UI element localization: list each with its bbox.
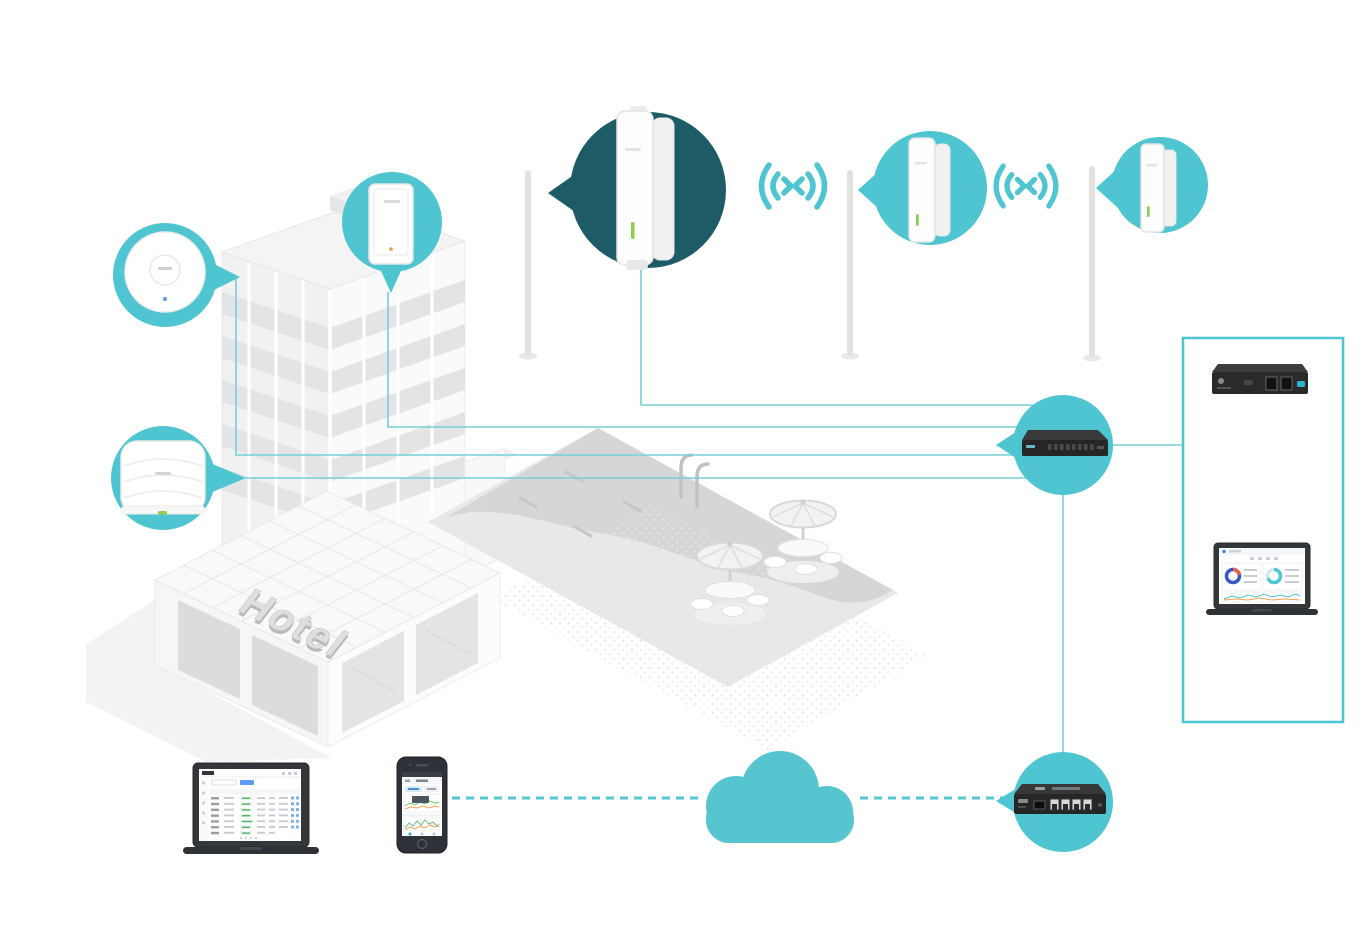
wifi-bridge-icon xyxy=(758,162,828,210)
callout-outdoor-ap-2 xyxy=(858,131,987,245)
controller-laptop xyxy=(1206,542,1318,615)
ethernet-lines xyxy=(235,268,1183,752)
patio xyxy=(492,504,928,750)
outdoor-ap-icon xyxy=(1140,143,1177,233)
podium-roof-tiles xyxy=(183,504,472,649)
poe-switch-icon xyxy=(1022,430,1108,456)
controller-panel xyxy=(1181,336,1345,724)
mounting-poles xyxy=(519,166,1101,362)
outdoor-ap-icon xyxy=(908,137,951,243)
hardware-controller-icon xyxy=(1212,364,1308,394)
device-table-rows xyxy=(211,796,299,835)
square-ceiling-ap-icon xyxy=(120,440,206,515)
callout-wall-plate-ap xyxy=(342,172,442,293)
admin-laptop xyxy=(183,762,319,854)
wifi-bridge-icon xyxy=(993,163,1059,209)
wall-plate-ap-icon xyxy=(368,183,414,265)
device-list-ui xyxy=(199,769,301,841)
phone-app-ui xyxy=(402,772,442,836)
hotel-podium: Hotel Hotel xyxy=(153,490,502,748)
callout-outdoor-ap-main xyxy=(548,106,726,270)
callout-gateway-router xyxy=(996,752,1113,852)
callout-round-ceiling-ap xyxy=(113,223,240,327)
cloud-icon xyxy=(706,751,854,843)
outdoor-ap-icon xyxy=(616,106,675,270)
dashboard-ui xyxy=(1219,548,1305,603)
patio-umbrella xyxy=(763,499,843,583)
callout-poe-switch xyxy=(996,395,1113,495)
patio-umbrella xyxy=(690,541,770,625)
callout-square-ceiling-ap xyxy=(111,426,246,530)
gateway-router-icon xyxy=(1014,784,1106,814)
admin-phone xyxy=(396,756,448,854)
building-shadow xyxy=(86,594,332,762)
pool-lane-marks xyxy=(518,470,642,538)
round-ceiling-ap-icon xyxy=(124,231,206,313)
pool-area xyxy=(428,428,928,750)
podium-doorways xyxy=(178,593,478,736)
callout-outdoor-ap-3 xyxy=(1096,137,1208,233)
